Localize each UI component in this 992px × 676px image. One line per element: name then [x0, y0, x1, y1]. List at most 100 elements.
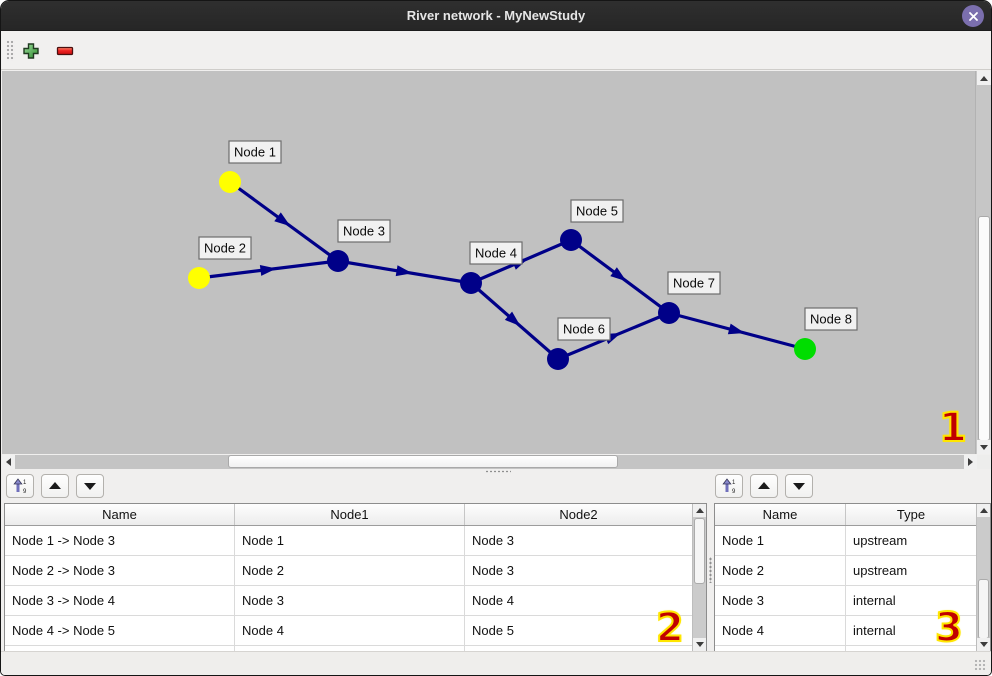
resize-grip[interactable]: [974, 659, 987, 672]
cell-node1[interactable]: Node 2: [235, 556, 465, 585]
horizontal-splitter[interactable]: [2, 469, 990, 474]
table-row: [715, 646, 990, 651]
nodes-table-scrollbar[interactable]: [976, 504, 990, 651]
cell-node-type[interactable]: internal: [853, 623, 896, 638]
svg-text:9: 9: [732, 489, 736, 494]
table-row[interactable]: Node 4 internal: [715, 616, 990, 646]
arrow-up-icon: [695, 508, 704, 513]
flow-arrow-icon: [504, 311, 521, 327]
scroll-down-button[interactable]: [977, 638, 990, 651]
table-row[interactable]: Node 3 -> Node 4 Node 3 Node 4: [5, 586, 706, 616]
cell-link-name[interactable]: Node 1 -> Node 3: [5, 526, 235, 555]
cell-node-name[interactable]: Node 2: [715, 556, 846, 585]
up-triangle-icon: [758, 482, 770, 489]
node-node-2[interactable]: [188, 267, 210, 289]
scrollbar-corner: [977, 455, 991, 469]
node-label-node-2: Node 2: [198, 236, 252, 260]
scrollbar-thumb[interactable]: [978, 579, 989, 639]
cell-node2[interactable]: Node 3: [472, 563, 514, 578]
arrow-up-icon: [979, 508, 988, 513]
cell-link-name[interactable]: Node 3 -> Node 4: [5, 586, 235, 615]
cell-node1[interactable]: Node 1: [235, 526, 465, 555]
svg-text:1: 1: [23, 480, 27, 486]
move-up-button[interactable]: [41, 474, 69, 498]
node-node-5[interactable]: [560, 229, 582, 251]
node-node-7[interactable]: [658, 302, 680, 324]
cell-link-name[interactable]: Node 4 -> Node 5: [5, 616, 235, 645]
scroll-up-button[interactable]: [693, 504, 706, 517]
canvas-horizontal-scrollbar[interactable]: [2, 455, 977, 469]
up-triangle-icon: [49, 482, 61, 489]
sort-ascending-icon: 1 9: [722, 478, 736, 494]
arrow-down-icon: [695, 642, 704, 647]
table-row[interactable]: Node 2 -> Node 3 Node 2 Node 3: [5, 556, 706, 586]
move-down-button[interactable]: [76, 474, 104, 498]
links-table: Name Node1 Node2 Node 1 -> Node 3 Node 1…: [4, 503, 707, 652]
cell-node-name[interactable]: Node 4: [715, 616, 846, 645]
status-bar: [1, 651, 991, 675]
cell-link-name[interactable]: Node 2 -> Node 3: [5, 556, 235, 585]
scroll-left-button[interactable]: [2, 455, 15, 469]
node-node-4[interactable]: [460, 272, 482, 294]
node-label-node-7: Node 7: [667, 271, 721, 295]
column-header-node1[interactable]: Node1: [235, 504, 465, 525]
links-table-scrollbar[interactable]: [692, 504, 706, 651]
add-button[interactable]: [19, 39, 43, 63]
close-button[interactable]: [962, 5, 984, 27]
scroll-down-button[interactable]: [693, 638, 706, 651]
cell-node2[interactable]: Node 4: [472, 593, 514, 608]
svg-text:Node 8: Node 8: [810, 312, 852, 327]
svg-text:Node 5: Node 5: [576, 204, 618, 219]
flow-arrow-icon: [610, 267, 627, 282]
vertical-scrollbar-thumb[interactable]: [978, 216, 990, 441]
cell-node-type[interactable]: upstream: [853, 533, 908, 548]
sort-button[interactable]: 1 9: [715, 474, 743, 498]
cell-node-name[interactable]: Node 1: [715, 526, 846, 555]
cell-node1[interactable]: Node 4: [235, 616, 465, 645]
move-up-button[interactable]: [750, 474, 778, 498]
cell-node2[interactable]: Node 3: [472, 533, 514, 548]
scrollbar-thumb[interactable]: [694, 518, 705, 584]
table-row[interactable]: Node 2 upstream: [715, 556, 990, 586]
svg-text:Node 3: Node 3: [343, 224, 385, 239]
node-node-6[interactable]: [547, 348, 569, 370]
scroll-up-button[interactable]: [977, 504, 990, 517]
cell-node-name[interactable]: Node 3: [715, 586, 846, 615]
cell-node1[interactable]: Node 3: [235, 586, 465, 615]
scroll-down-button[interactable]: [977, 440, 991, 454]
cell-node-type[interactable]: upstream: [853, 563, 908, 578]
scroll-right-button[interactable]: [964, 455, 977, 469]
node-node-8[interactable]: [794, 338, 816, 360]
node-node-1[interactable]: [219, 171, 241, 193]
move-down-button[interactable]: [785, 474, 813, 498]
main-toolbar: [1, 31, 991, 70]
down-triangle-icon: [84, 483, 96, 490]
table-row[interactable]: Node 3 internal: [715, 586, 990, 616]
canvas-vertical-scrollbar[interactable]: [975, 71, 991, 454]
node-node-3[interactable]: [327, 250, 349, 272]
cell-node-type[interactable]: internal: [853, 593, 896, 608]
column-header-name[interactable]: Name: [715, 504, 846, 525]
scroll-up-button[interactable]: [977, 71, 991, 85]
horizontal-scrollbar-thumb[interactable]: [228, 455, 618, 468]
column-header-name[interactable]: Name: [5, 504, 235, 525]
table-row[interactable]: Node 1 upstream: [715, 526, 990, 556]
node-label-node-8: Node 8: [804, 307, 858, 331]
column-header-node2[interactable]: Node2: [559, 507, 598, 522]
sort-ascending-icon: 1 9: [13, 478, 27, 494]
splitter-handle-icon: [485, 470, 511, 473]
sort-button[interactable]: 1 9: [6, 474, 34, 498]
flow-arrow-icon: [259, 265, 277, 276]
links-table-header: Name Node1 Node2: [5, 504, 706, 526]
cell-node2[interactable]: Node 5: [472, 623, 514, 638]
titlebar[interactable]: River network - MyNewStudy: [1, 1, 991, 31]
vertical-splitter[interactable]: [707, 503, 714, 652]
node-label-node-1: Node 1: [228, 140, 282, 164]
table-row[interactable]: Node 1 -> Node 3 Node 1 Node 3: [5, 526, 706, 556]
table-row[interactable]: Node 4 -> Node 5 Node 4 Node 5: [5, 616, 706, 646]
flow-arrow-icon: [727, 323, 745, 335]
column-header-type[interactable]: Type: [896, 507, 926, 522]
toolbar-drag-handle[interactable]: [6, 40, 15, 61]
remove-button[interactable]: [53, 39, 77, 63]
